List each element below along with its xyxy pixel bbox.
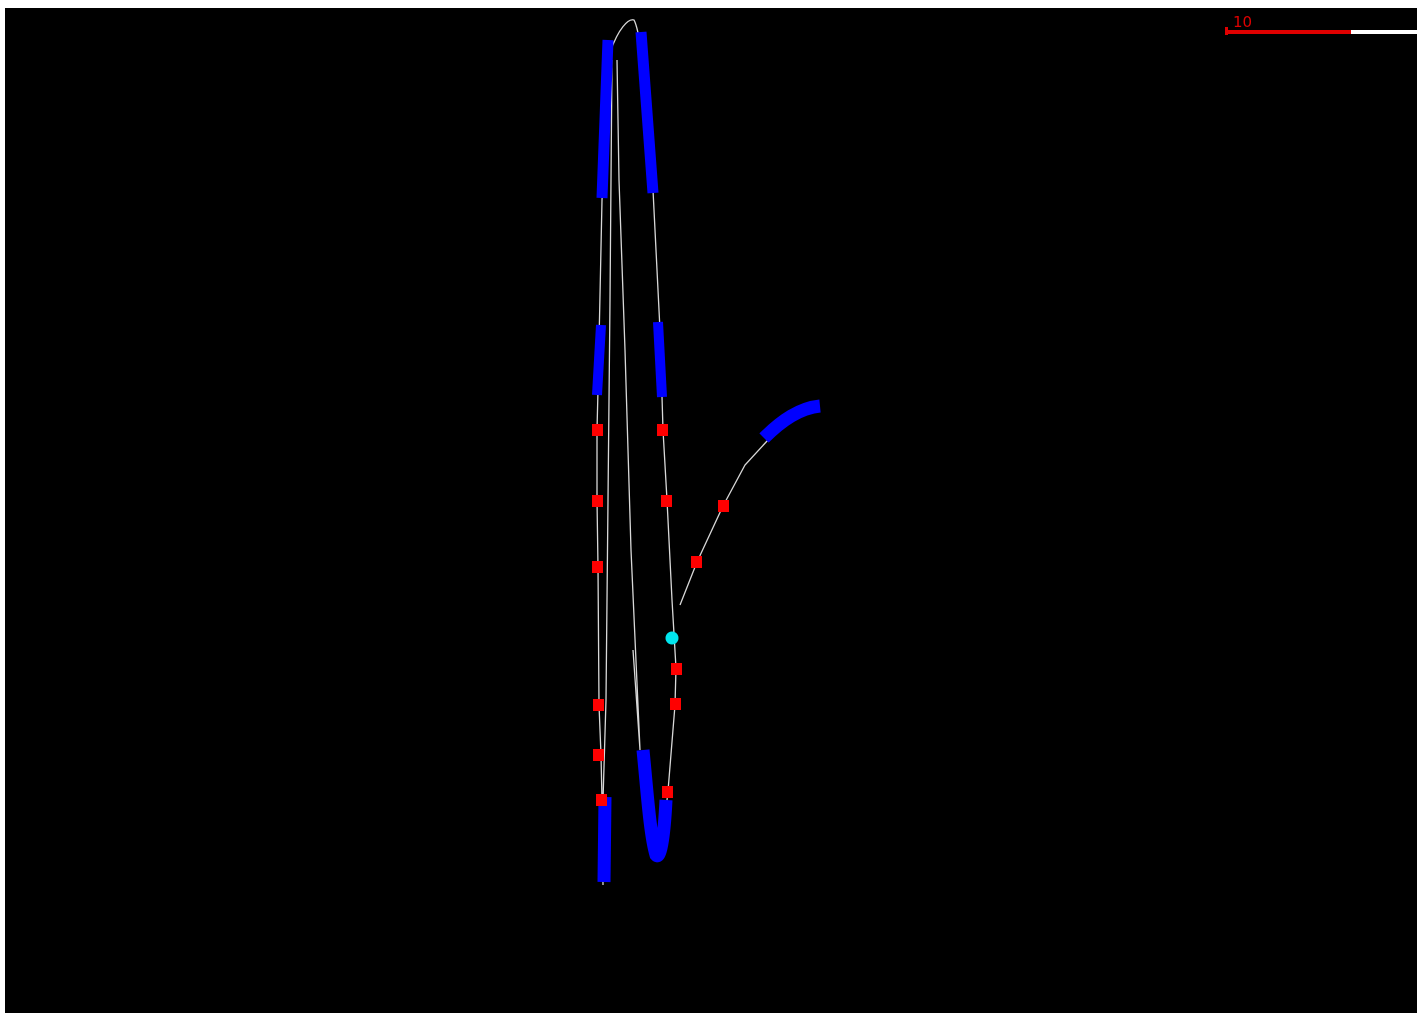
scale-bar-tick bbox=[1225, 27, 1228, 35]
waypoints bbox=[592, 424, 729, 806]
segment bbox=[759, 399, 821, 443]
waypoint-marker bbox=[592, 424, 603, 436]
segment bbox=[653, 321, 667, 398]
waypoint-marker bbox=[593, 749, 604, 761]
map-canvas[interactable]: 10 bbox=[5, 8, 1417, 1013]
scale-bar-label: 10 bbox=[1233, 13, 1252, 31]
waypoint-marker bbox=[657, 424, 668, 436]
segment bbox=[596, 39, 614, 199]
waypoint-marker bbox=[592, 561, 603, 573]
blue-segments bbox=[592, 31, 821, 883]
waypoint-marker bbox=[662, 786, 673, 798]
track-path bbox=[596, 19, 769, 886]
segment bbox=[635, 31, 659, 194]
waypoint-marker bbox=[691, 556, 702, 568]
waypoint-marker bbox=[592, 495, 603, 507]
segment bbox=[636, 749, 673, 863]
waypoint-marker bbox=[661, 495, 672, 507]
waypoint-marker bbox=[596, 794, 607, 806]
waypoint-marker bbox=[671, 663, 682, 675]
track-view: 10 bbox=[592, 13, 1417, 886]
scale-bar: 10 bbox=[1225, 13, 1417, 35]
waypoint-marker bbox=[593, 699, 604, 711]
segment bbox=[592, 324, 606, 396]
scale-bar-fill bbox=[1226, 30, 1351, 34]
waypoint-marker bbox=[670, 698, 681, 710]
segment bbox=[597, 796, 612, 883]
current-position-marker bbox=[665, 631, 679, 645]
waypoint-marker bbox=[718, 500, 729, 512]
